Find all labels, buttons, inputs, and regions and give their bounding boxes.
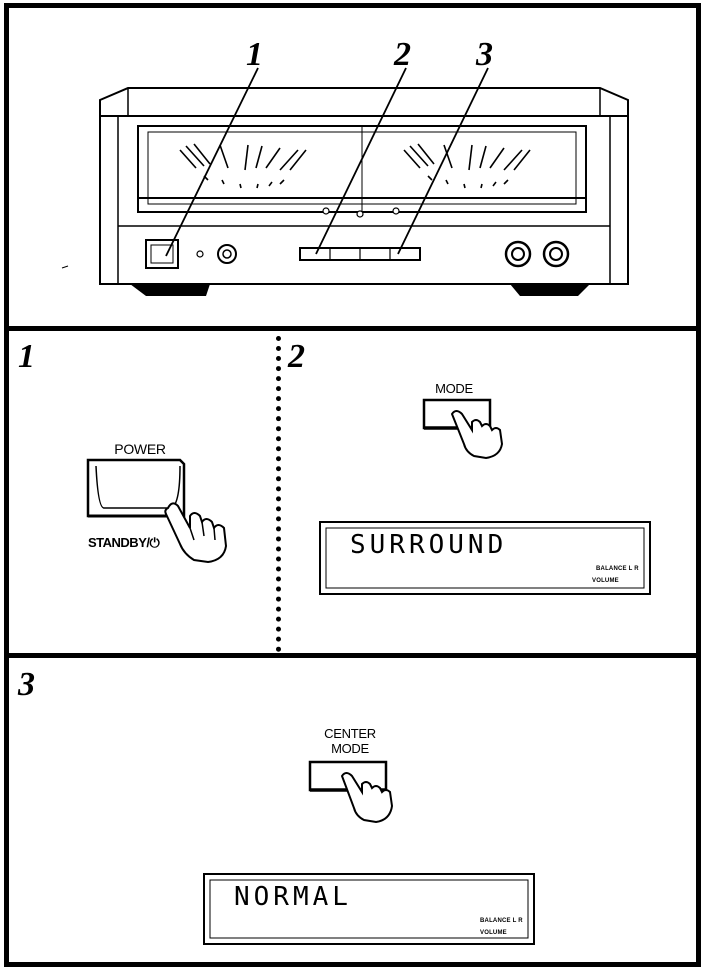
- center-mode-button: [308, 760, 394, 824]
- mode-button-label: MODE: [435, 381, 473, 396]
- divider-vertical-dotted: [276, 336, 281, 652]
- surround-display-text: SURROUND: [350, 530, 508, 560]
- standby-label: STANDBY/⏻: [88, 535, 160, 550]
- power-button: [86, 458, 186, 518]
- pressing-hand-icon: [164, 502, 228, 564]
- step-1-number: 1: [18, 338, 35, 375]
- normal-display-balance: BALANCE L R: [480, 918, 523, 924]
- callout-3: 3: [476, 36, 493, 73]
- callout-1: 1: [246, 36, 263, 73]
- normal-display-text: NORMAL: [234, 882, 352, 912]
- normal-display-volume: VOLUME: [480, 930, 507, 936]
- center-mode-button-label-line2: MODE: [331, 741, 369, 756]
- power-button-label: POWER: [114, 441, 166, 457]
- step-2-number: 2: [288, 338, 305, 375]
- surround-display-panel: [319, 521, 651, 595]
- step-3-number: 3: [18, 666, 35, 703]
- divider-bottom: [4, 653, 701, 658]
- surround-display-volume: VOLUME: [592, 578, 619, 584]
- divider-top: [4, 326, 701, 331]
- amplifier-illustration: [61, 67, 629, 296]
- surround-display-balance: BALANCE L R: [596, 566, 639, 572]
- mode-button: [422, 398, 504, 460]
- center-mode-button-label-line1: CENTER: [324, 726, 376, 741]
- callout-2: 2: [394, 36, 411, 73]
- normal-display-panel: [203, 873, 535, 945]
